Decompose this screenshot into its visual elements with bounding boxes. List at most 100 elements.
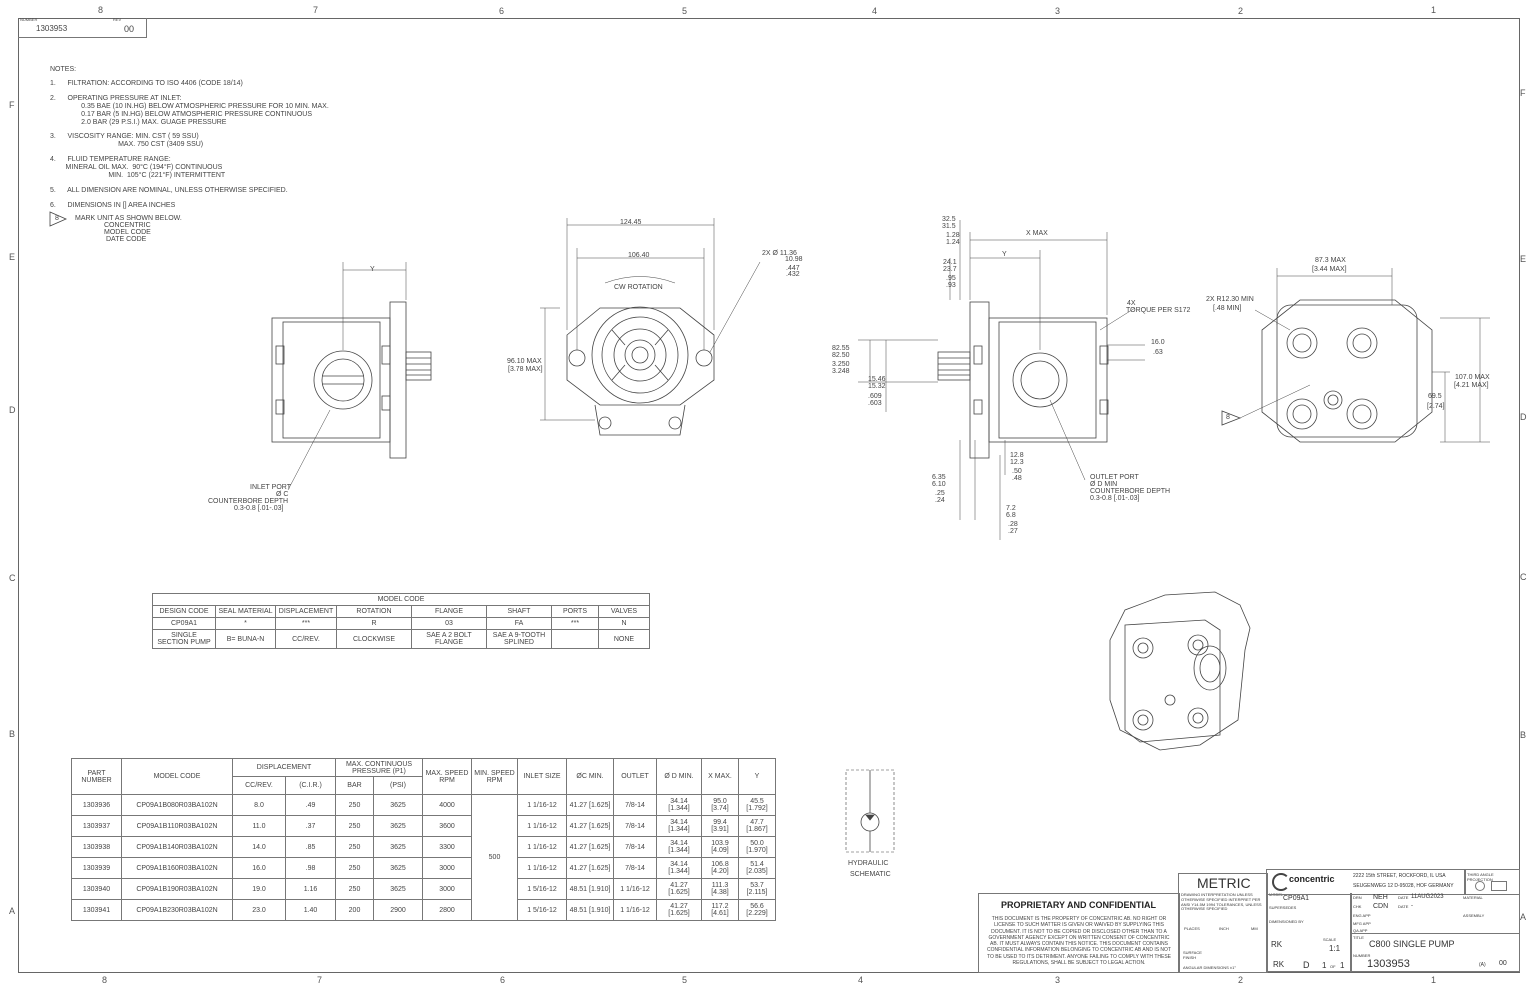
- pt-cell: 1 1/16-12: [613, 899, 657, 921]
- mc-r1-c5: FA: [486, 617, 552, 630]
- pt-h-outlet: OUTLET: [613, 758, 657, 795]
- pt-h-dmin: Ø D MIN.: [656, 758, 702, 795]
- view3-torque-count: 4X: [1127, 300, 1136, 307]
- zone-left-e: E: [9, 252, 16, 262]
- pt-cell: 1303940: [71, 878, 122, 900]
- pt-h-model: MODEL CODE: [121, 758, 233, 795]
- pt-cell: 41.27 [1.625]: [656, 899, 702, 921]
- zone-right-a: A: [1520, 912, 1527, 922]
- view3-f2: .63: [1153, 349, 1163, 356]
- view4-width: 87.3 MAX: [1315, 257, 1346, 264]
- pt-cell: 250: [335, 836, 374, 858]
- note-7a: MARK UNIT AS SHOWN BELOW.: [75, 215, 182, 222]
- zone-bottom-7: 7: [317, 975, 323, 985]
- pt-cell: 34.14 [1.344]: [656, 794, 702, 816]
- zone-right-f: F: [1520, 88, 1526, 98]
- mc-h-ports: PORTS: [551, 605, 599, 618]
- view2-hole4: .432: [786, 271, 800, 278]
- view4-radius: 2X R12.30 MIN: [1206, 296, 1254, 303]
- mc-h-shaft: SHAFT: [486, 605, 552, 618]
- pt-cell: 11.0: [232, 815, 286, 837]
- mc-h-valves: VALVES: [598, 605, 650, 618]
- pt-cell: 3000: [422, 857, 472, 879]
- hydraulic-schematic: [845, 769, 895, 853]
- mc-r2-c7: NONE: [598, 629, 650, 649]
- view3-b4: .93: [946, 282, 956, 289]
- pt-s-cir: (C.I.R.): [285, 776, 336, 795]
- title-label: TITLE: [1353, 935, 1364, 940]
- view3-xmax: X MAX: [1026, 230, 1048, 237]
- view3-a3: 1.28: [946, 232, 960, 239]
- pt-cell: 1 1/16-12: [517, 836, 567, 858]
- pt-cell: .98: [285, 857, 336, 879]
- pt-h-press: MAX. CONTINUOUS PRESSURE (P1): [335, 758, 423, 777]
- mc-h-design: DESIGN CODE: [152, 605, 216, 618]
- view3-torque: TORQUE PER S172: [1126, 307, 1191, 314]
- view4-height: 107.0 MAX: [1455, 374, 1490, 381]
- note-6: 6. DIMENSIONS IN [] AREA INCHES: [50, 201, 176, 209]
- pt-h-disp: DISPLACEMENT: [232, 758, 336, 777]
- material-label: MATERIAL: [1463, 895, 1483, 900]
- pt-cell: 56.6 [2.229]: [738, 899, 776, 921]
- pt-cell: 34.14 [1.344]: [656, 815, 702, 837]
- pt-cell: 45.5 [1.792]: [738, 794, 776, 816]
- pt-cell: 2800: [422, 899, 472, 921]
- date-value: 11AUG2023: [1411, 894, 1444, 900]
- pt-cell: 103.9 [4.09]: [701, 836, 739, 858]
- pt-cell: CP09A1B110R03BA102N: [121, 815, 233, 837]
- pt-cell: 34.14 [1.344]: [656, 836, 702, 858]
- drawing-frame: [18, 18, 1520, 973]
- zone-left-a: A: [9, 906, 16, 916]
- view2-dim-width: 124.45: [620, 219, 642, 226]
- pt-cell: 250: [335, 815, 374, 837]
- pt-cell: 3300: [422, 836, 472, 858]
- pt-cell: 250: [335, 794, 374, 816]
- pt-cell: .37: [285, 815, 336, 837]
- zone-top-4: 4: [872, 6, 878, 16]
- pt-cell: 111.3 [4.38]: [701, 878, 739, 900]
- projection-block: THIRD ANGLE PROJECTION: [1464, 869, 1520, 895]
- pump-isometric-view: [1109, 591, 1251, 751]
- proprietary-text: THIS DOCUMENT IS THE PROPERTY OF CONCENT…: [986, 916, 1172, 966]
- pt-cell: 117.2 [4.61]: [701, 899, 739, 921]
- view2-dim-bolt: 106.40: [628, 252, 650, 259]
- tb-supersedes: SUPERSEDES: [1269, 905, 1297, 910]
- pump-side-view-right: [858, 220, 1145, 540]
- mc-r1-c1: *: [215, 617, 276, 630]
- pt-cell: 19.0: [232, 878, 286, 900]
- approvals-block: DRN NEH DATE 11AUG2023 CHK CDN DATE - EN…: [1350, 893, 1520, 934]
- model-block: MODEL CP09A1 SUPERSEDES DIMENSIONED BY R…: [1266, 892, 1352, 972]
- chk-value: CDN: [1373, 903, 1389, 910]
- pt-cell: 99.4 [3.91]: [701, 815, 739, 837]
- pt-cell: 3625: [373, 794, 423, 816]
- view3-y: Y: [1002, 251, 1007, 258]
- pt-cell: 4000: [422, 794, 472, 816]
- tb-sheet: 1: [1322, 961, 1327, 970]
- mc-r2-c2: CC/REV.: [275, 629, 337, 649]
- view1-dia-c: Ø C: [276, 491, 289, 498]
- mc-h-seal: SEAL MATERIAL: [215, 605, 276, 618]
- pt-cell: 1 1/16-12: [613, 878, 657, 900]
- pt-cell: 34.14 [1.344]: [656, 857, 702, 879]
- note-7-flag-icon: [49, 211, 67, 227]
- pt-h-maxspd: MAX. SPEED RPM: [422, 758, 472, 795]
- tb-drawnby: RK: [1271, 940, 1283, 949]
- pt-cell: 7/8-14: [613, 836, 657, 858]
- zone-bottom-1: 1: [1431, 975, 1437, 985]
- projection-cone-icon: [1491, 881, 1507, 891]
- mc-r1-c3: R: [336, 617, 412, 630]
- view3-g2: 12.3: [1010, 459, 1024, 466]
- mc-r2-c6: [551, 629, 599, 649]
- view1-inlet-port: INLET PORT: [250, 484, 291, 491]
- pt-cell: .85: [285, 836, 336, 858]
- pt-cell: 7/8-14: [613, 794, 657, 816]
- angular-dims: ANGULAR DIMENSIONS ±1°: [1183, 965, 1236, 970]
- zone-top-8: 8: [98, 5, 104, 15]
- zone-bottom-8: 8: [102, 975, 108, 985]
- mc-h-rot: ROTATION: [336, 605, 412, 618]
- note-2b: 0.35 BAE (10 IN.HG) BELOW ATMOSPHERIC PR…: [50, 103, 329, 111]
- view2-hole2: 10.98: [785, 256, 803, 263]
- note-4a: 4. FLUID TEMPERATURE RANGE:: [50, 156, 171, 164]
